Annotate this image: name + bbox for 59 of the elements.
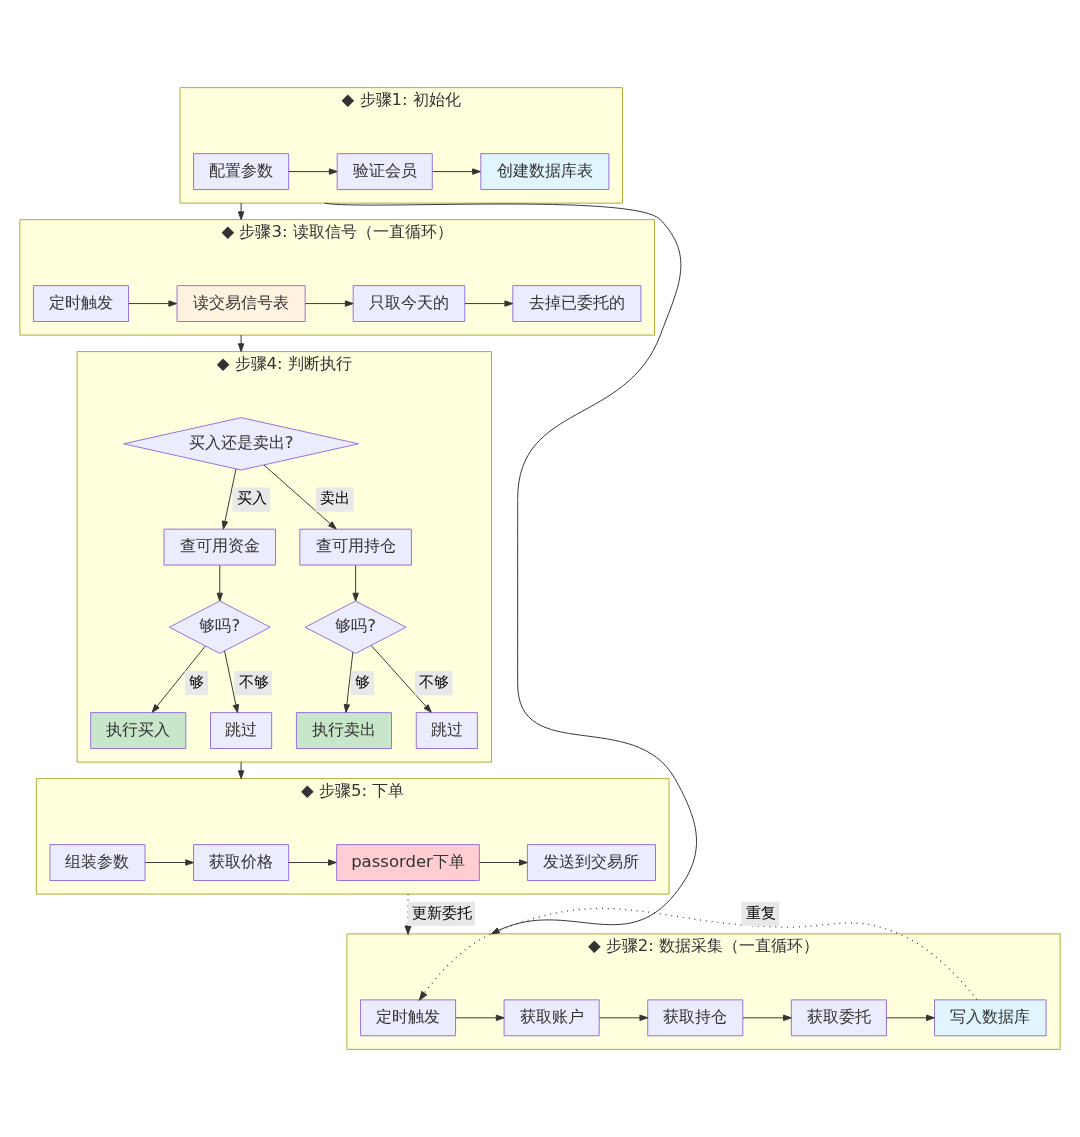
node-box: 获取委托	[790, 999, 887, 1037]
arrow	[352, 564, 359, 602]
node-box: 写入数据库	[934, 999, 1047, 1037]
arrow	[370, 644, 432, 713]
arrow	[479, 859, 528, 866]
node-box: 获取价格	[193, 844, 290, 881]
edge-label: 够	[354, 672, 370, 690]
arrow	[886, 1014, 935, 1021]
arrow	[304, 300, 354, 307]
node-box: 验证会员	[336, 153, 433, 191]
edge-label: 买入	[236, 489, 267, 507]
node-box: 执行卖出	[295, 712, 392, 749]
node-box: 创建数据库表	[480, 153, 610, 191]
arrow	[151, 645, 206, 713]
node-diamond: 够吗?	[168, 600, 271, 654]
arrow	[404, 893, 412, 936]
node-diamond: 够吗?	[304, 600, 407, 654]
edge-label: 更新委托	[412, 903, 473, 921]
arrow	[324, 202, 697, 935]
node-box: 执行买入	[90, 712, 187, 749]
node-box: 查可用资金	[163, 528, 277, 566]
arrow	[288, 168, 338, 175]
arrow	[598, 1014, 649, 1021]
node-box: 定时触发	[360, 999, 457, 1037]
edge-label: 重复	[745, 903, 776, 921]
node-box: 去掉已委托的	[512, 285, 642, 322]
edge-label: 不够	[419, 672, 450, 690]
arrow	[237, 202, 245, 221]
arrow	[263, 464, 337, 530]
node-box: 配置参数	[193, 153, 290, 191]
node-diamond: 买入还是卖出?	[123, 417, 359, 471]
node-box: passorder下单	[336, 844, 480, 881]
node-box: 组装参数	[49, 844, 146, 881]
arrow	[742, 1014, 792, 1021]
arrow	[343, 651, 354, 713]
node-box: 跳过	[210, 712, 273, 749]
arrow	[221, 468, 237, 530]
node-box: 读交易信号表	[176, 285, 306, 322]
arrow	[237, 334, 245, 353]
node-box: 跳过	[415, 712, 478, 749]
arrow	[128, 300, 178, 307]
node-box: 只取今天的	[352, 285, 466, 322]
node-box: 发送到交易所	[526, 844, 656, 881]
edge-label: 够	[188, 672, 204, 690]
node-box: 查可用持仓	[299, 528, 412, 566]
arrow	[288, 859, 337, 866]
arrow	[237, 761, 245, 780]
edge-label: 不够	[238, 672, 269, 690]
edge-label: 卖出	[320, 489, 351, 507]
arrow	[216, 564, 223, 602]
arrow	[224, 650, 240, 714]
arrow	[432, 168, 481, 175]
arrow	[418, 908, 978, 1002]
arrow	[455, 1014, 505, 1021]
node-box: 获取账户	[503, 999, 600, 1037]
node-box: 定时触发	[32, 285, 129, 322]
arrow	[144, 859, 194, 866]
arrow	[464, 300, 514, 307]
node-box: 获取持仓	[647, 999, 744, 1037]
